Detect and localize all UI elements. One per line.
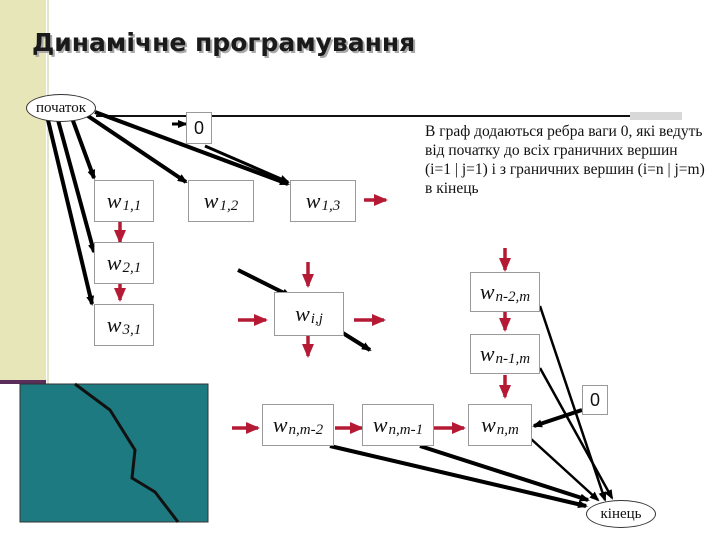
edge-into-wij: [237, 268, 292, 298]
node-wnm-sub: n,m: [496, 421, 519, 438]
node-wn2m-sub: n-2,m: [495, 288, 531, 305]
zero-weight-top: 0: [186, 112, 212, 144]
edge-start-w21: [56, 119, 96, 254]
edge-wnm-end: [529, 437, 600, 502]
node-wnm2-base: w: [272, 412, 288, 437]
teal-block: [19, 383, 209, 523]
start-node: початок: [26, 94, 96, 122]
node-wnm1-sub: n,m-1: [388, 421, 424, 438]
edge-wn1m-end: [538, 367, 614, 500]
node-wij-sub: i,j: [310, 310, 323, 327]
node-w13-sub: 1,3: [321, 197, 341, 214]
node-w12-base: w: [203, 188, 219, 213]
node-wij-base: w: [295, 301, 310, 326]
end-node: кінець: [586, 500, 656, 528]
node-w11-base: w: [106, 188, 122, 213]
edge-zero-w13: [204, 144, 290, 184]
node-wn1m-sub: n-1,m: [495, 350, 531, 367]
node-wnm1-base: w: [372, 412, 388, 437]
edge-start-w11: [70, 117, 96, 180]
node-w31-sub: 3,1: [122, 321, 142, 338]
node-w21-sub: 2,1: [122, 259, 142, 276]
edge-zero-wnm: [532, 408, 583, 428]
node-wnm2-sub: n,m-2: [288, 421, 324, 438]
explanation-text: В граф додаються ребра ваги 0, які ведут…: [425, 123, 705, 197]
sidebar-accent-line: [0, 380, 46, 384]
divider-segment: [630, 112, 682, 120]
slide-title: Динамічне програмування: [32, 28, 416, 57]
edge-wnm2-end: [329, 444, 588, 509]
zero-weight-bottom: 0: [582, 385, 608, 415]
teal-block-line: [74, 382, 180, 523]
edge-start-w13: [94, 110, 290, 186]
node-wn2m-base: w: [479, 279, 495, 304]
edge-start-w12: [83, 112, 188, 184]
node-w11-sub: 1,1: [122, 197, 142, 214]
node-w12-sub: 1,2: [219, 197, 239, 214]
node-w31-base: w: [106, 312, 122, 337]
node-wn1m-base: w: [479, 341, 495, 366]
edge-start-w31: [46, 119, 95, 306]
sidebar-panel: [0, 0, 46, 384]
node-w21-base: w: [106, 250, 122, 275]
node-w13-base: w: [305, 188, 321, 213]
edge-wnm1-end: [419, 444, 590, 502]
node-wnm-base: w: [481, 412, 496, 437]
